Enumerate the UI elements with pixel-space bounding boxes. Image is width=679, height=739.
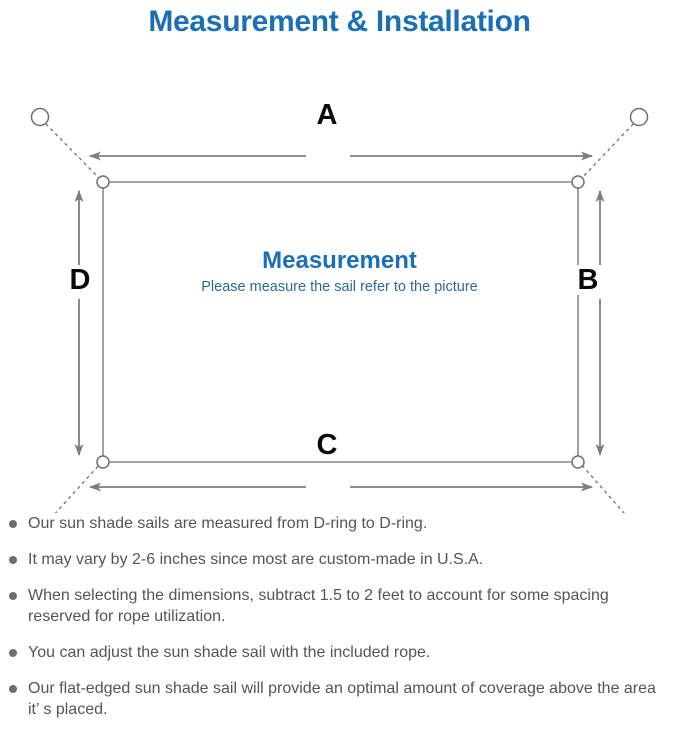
- measurement-diagram: Measurement Please measure the sail refe…: [0, 43, 679, 513]
- list-item: Our flat-edged sun shade sail will provi…: [0, 678, 665, 720]
- list-item: Our sun shade sails are measured from D-…: [0, 513, 665, 534]
- list-item-text: Our flat-edged sun shade sail will provi…: [28, 680, 656, 718]
- dimension-label-c: C: [306, 430, 348, 460]
- list-item: When selecting the dimensions, subtract …: [0, 585, 665, 627]
- bullet-icon: [9, 592, 17, 600]
- list-item: You can adjust the sun shade sail with t…: [0, 642, 665, 663]
- rope-dotted-line-icon: [40, 118, 639, 513]
- notes-list: Our sun shade sails are measured from D-…: [0, 513, 679, 720]
- dimension-label-a: A: [306, 100, 348, 130]
- shade-sail-shape: [102, 181, 579, 463]
- dimension-label-b: B: [568, 265, 608, 295]
- d-ring-icon: [96, 175, 585, 469]
- bullet-icon: [9, 649, 17, 657]
- list-item-text: Our sun shade sails are measured from D-…: [28, 515, 428, 532]
- anchor-point-icon: [30, 107, 649, 127]
- page-title: Measurement & Installation: [148, 5, 531, 38]
- bullet-icon: [9, 520, 17, 528]
- dimension-label-d: D: [60, 265, 100, 295]
- list-item: It may vary by 2-6 inches since most are…: [0, 549, 665, 570]
- bullet-icon: [9, 556, 17, 564]
- list-item-text: You can adjust the sun shade sail with t…: [28, 644, 431, 661]
- bullet-icon: [9, 685, 17, 693]
- list-item-text: When selecting the dimensions, subtract …: [28, 587, 609, 625]
- list-item-text: It may vary by 2-6 inches since most are…: [28, 551, 484, 568]
- diagram-canvas: [30, 107, 649, 513]
